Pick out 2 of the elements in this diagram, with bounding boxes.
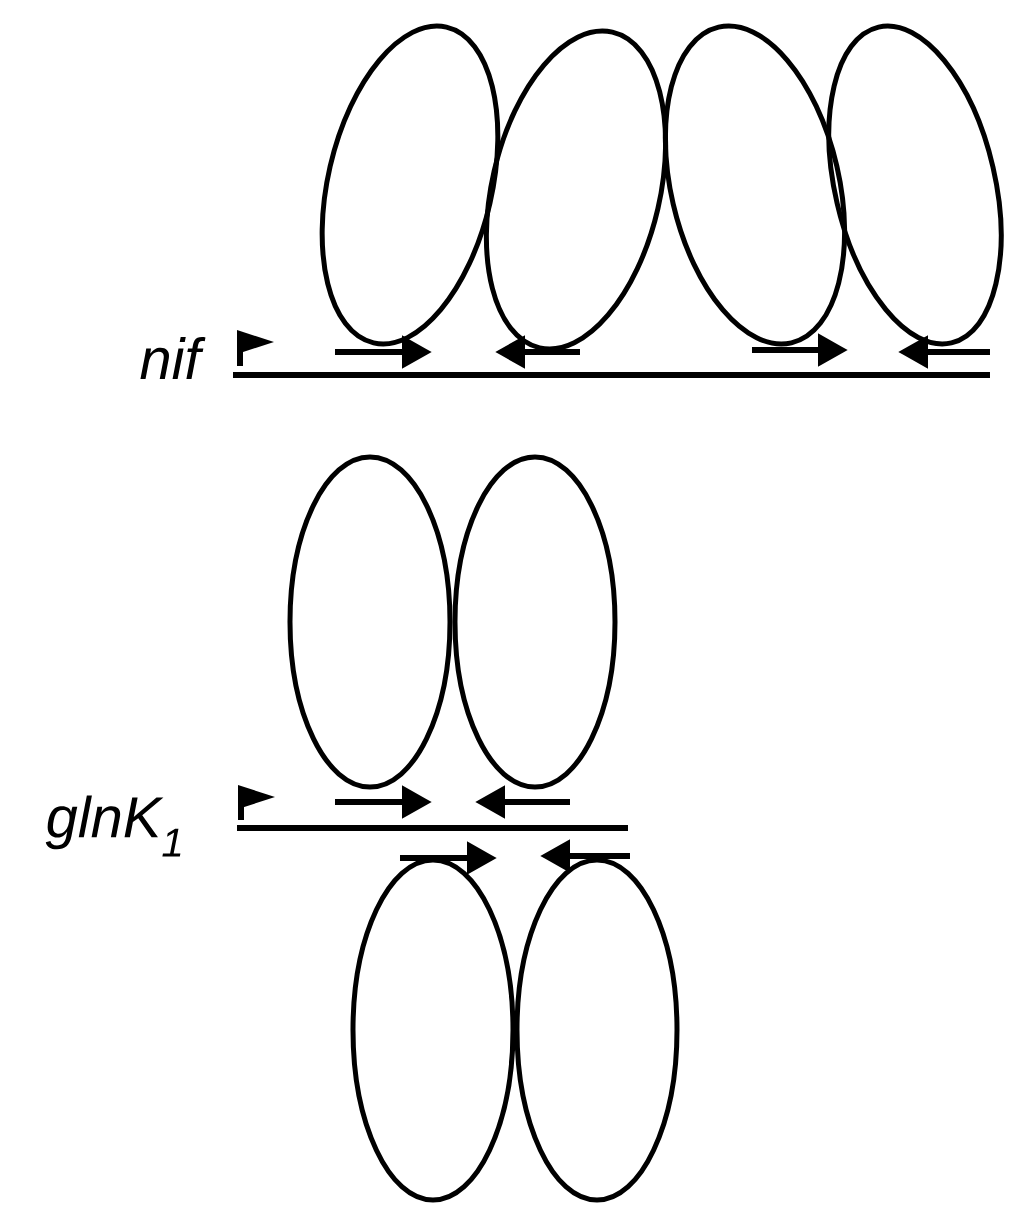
gene-label: glnK$_{1}$ [45, 795, 181, 857]
gene-label: nif [140, 337, 206, 379]
